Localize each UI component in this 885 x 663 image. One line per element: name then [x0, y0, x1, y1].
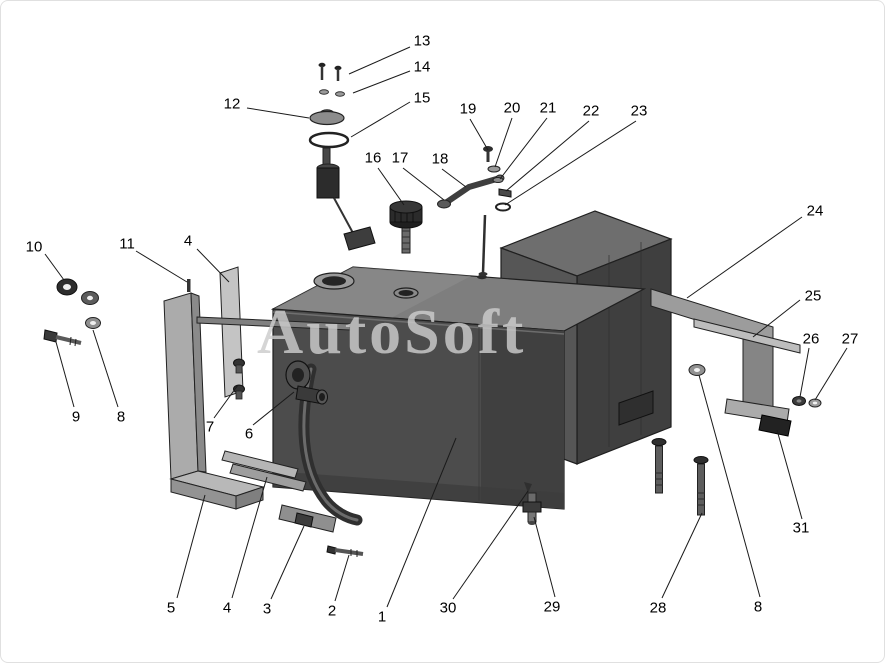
callout-1: 1 — [377, 608, 387, 626]
callout-25: 25 — [804, 287, 822, 305]
callout-28: 28 — [649, 599, 667, 617]
leader-lines — [44, 46, 848, 608]
callout-9: 9 — [71, 408, 81, 426]
callout-29: 29 — [543, 598, 561, 616]
callout-15: 15 — [413, 89, 431, 107]
callout-8-right: 8 — [753, 598, 763, 616]
lower-strap-assembly — [278, 363, 364, 557]
filler-elbow — [233, 358, 328, 405]
callout-10: 10 — [25, 238, 43, 256]
callout-16: 16 — [364, 149, 382, 167]
fuel-sender-assembly — [308, 62, 376, 251]
callout-8-left: 8 — [116, 408, 126, 426]
callout-30: 30 — [439, 599, 457, 617]
callout-14: 14 — [413, 58, 431, 76]
left-hardware — [43, 278, 191, 347]
callout-31: 31 — [792, 519, 810, 537]
callout-24: 24 — [806, 202, 824, 220]
callout-6: 6 — [244, 425, 254, 443]
right-hardware — [522, 364, 822, 525]
callout-18: 18 — [431, 150, 449, 168]
callout-11: 11 — [119, 235, 135, 253]
callout-19: 19 — [459, 100, 477, 118]
callout-7: 7 — [205, 418, 215, 436]
callout-3: 3 — [262, 600, 272, 618]
callout-2: 2 — [327, 602, 337, 620]
vent-tube-assembly — [437, 146, 512, 276]
left-mounting-bracket — [163, 292, 265, 510]
callout-20: 20 — [503, 99, 521, 117]
callout-5: 5 — [166, 599, 176, 617]
callout-26: 26 — [802, 330, 820, 348]
callout-13: 13 — [413, 32, 431, 50]
callout-23: 23 — [630, 102, 648, 120]
callout-21: 21 — [539, 99, 557, 117]
callout-17: 17 — [391, 149, 409, 167]
filler-cap — [389, 200, 423, 254]
fuel-tank-main — [270, 266, 647, 510]
callout-12: 12 — [223, 95, 241, 113]
right-mounting-bracket — [650, 288, 801, 424]
callout-27: 27 — [841, 330, 859, 348]
callout-22: 22 — [582, 102, 600, 120]
callout-4-upper: 4 — [183, 232, 193, 250]
callout-4-lower: 4 — [222, 599, 232, 617]
